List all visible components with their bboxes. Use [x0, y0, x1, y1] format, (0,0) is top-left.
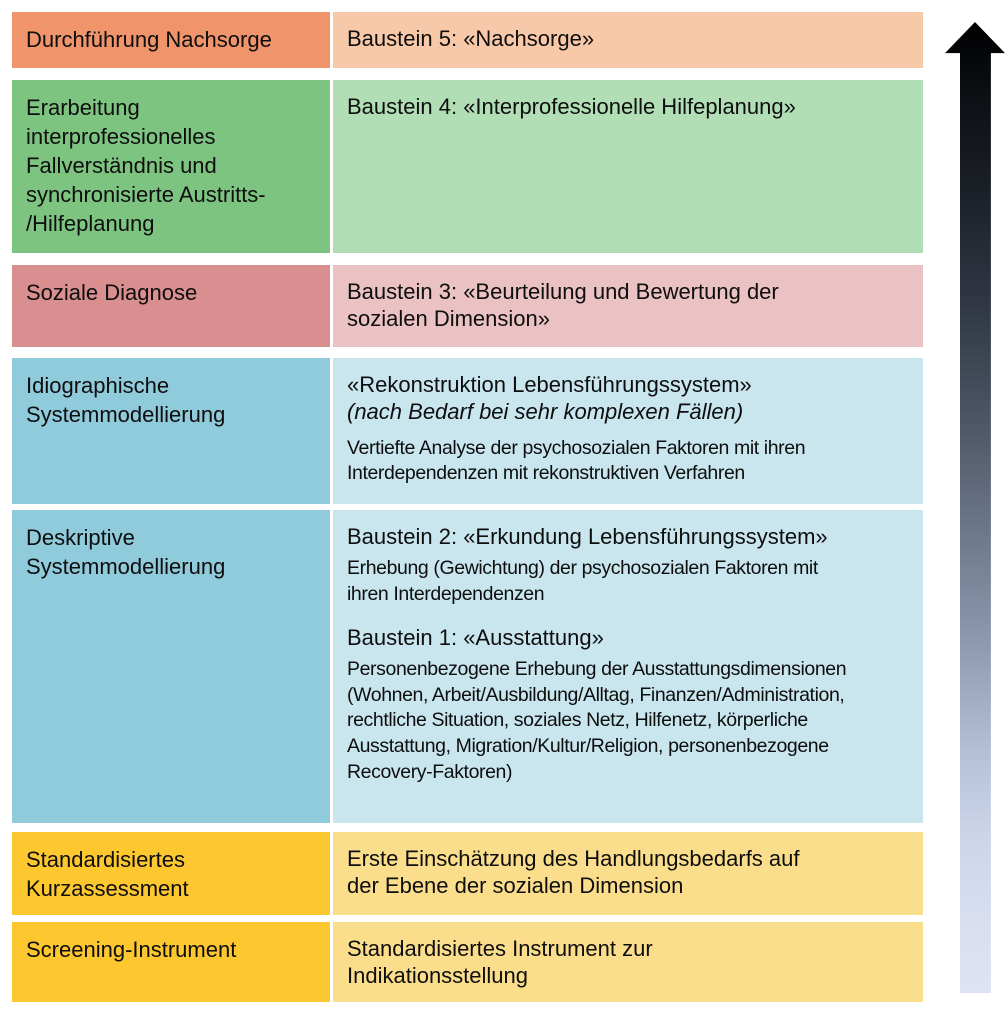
baustein-heading: Baustein 3: «Beurteilung und Bewertung d… — [347, 279, 779, 332]
stage-cell: Standardisiertes Kurzassessment — [12, 832, 330, 915]
row-deskriptive-systemmodellierung: Deskriptive Systemmodellierung Baustein … — [12, 510, 923, 823]
stage-label: Standardisiertes Kurzassessment — [26, 847, 189, 902]
stage-cell: Soziale Diagnose — [12, 265, 330, 347]
rekonstruktion-heading: «Rekonstruktion Lebensführungssystem» — [347, 372, 752, 397]
row-interprofessionelles-fallverstaendnis: Erarbeitung interprofessionelles Fallver… — [12, 80, 923, 253]
row-idiographische-systemmodellierung: Idiographische Systemmodellierung «Rekon… — [12, 358, 923, 504]
detail-cell: Baustein 4: «Interprofessionelle Hilfepl… — [333, 80, 923, 253]
detail-cell: Baustein 3: «Beurteilung und Bewertung d… — [333, 265, 923, 347]
stage-label: Idiographische Systemmodellierung — [26, 373, 226, 428]
stage-label: Soziale Diagnose — [26, 280, 198, 305]
stage-cell: Deskriptive Systemmodellierung — [12, 510, 330, 823]
baustein-1-heading: Baustein 1: «Ausstattung» — [347, 624, 604, 650]
rekonstruktion-subheading: (nach Bedarf bei sehr komplexen Fällen) — [347, 399, 744, 425]
stage-label: Durchführung Nachsorge — [26, 27, 272, 52]
detail-heading: Erste Einschätzung des Handlungsbedarfs … — [347, 846, 800, 899]
stage-label: Erarbeitung interprofessionelles Fallver… — [26, 95, 266, 237]
baustein-heading: Baustein 5: «Nachsorge» — [347, 26, 595, 51]
row-standardisiertes-kurzassessment: Standardisiertes Kurzassessment Erste Ei… — [12, 832, 923, 915]
stage-cell: Erarbeitung interprofessionelles Fallver… — [12, 80, 330, 253]
stage-cell: Idiographische Systemmodellierung — [12, 358, 330, 504]
row-soziale-diagnose: Soziale Diagnose Baustein 3: «Beurteilun… — [12, 265, 923, 347]
stage-rows: Durchführung Nachsorge Baustein 5: «Nach… — [12, 0, 923, 1024]
baustein-2-text: Erhebung (Gewichtung) der psychosozialen… — [347, 557, 818, 605]
detail-cell: Baustein 2: «Erkundung Lebensführungssys… — [333, 510, 923, 823]
baustein-2-heading: Baustein 2: «Erkundung Lebensführungssys… — [347, 524, 828, 549]
detail-heading: Standardisiertes Instrument zur Indikati… — [347, 936, 653, 989]
detail-cell: Erste Einschätzung des Handlungsbedarfs … — [333, 832, 923, 915]
upward-progression-arrow-icon — [945, 22, 1005, 993]
detail-cell: Standardisiertes Instrument zur Indikati… — [333, 922, 923, 1002]
stage-label: Screening-Instrument — [26, 937, 237, 962]
stage-cell: Screening-Instrument — [12, 922, 330, 1002]
baustein-heading: Baustein 4: «Interprofessionelle Hilfepl… — [347, 94, 796, 119]
row-screening-instrument: Screening-Instrument Standardisiertes In… — [12, 922, 923, 1002]
row-durchfuehrung-nachsorge: Durchführung Nachsorge Baustein 5: «Nach… — [12, 12, 923, 68]
detail-cell: Baustein 5: «Nachsorge» — [333, 12, 923, 68]
stage-label: Deskriptive Systemmodellierung — [26, 525, 226, 580]
stage-cell: Durchführung Nachsorge — [12, 12, 330, 68]
baustein-1-text: Personenbezogene Erhebung der Ausstattun… — [347, 658, 847, 783]
detail-text: Vertiefte Analyse der psychosozialen Fak… — [347, 436, 806, 485]
detail-cell: «Rekonstruktion Lebensführungssystem» (n… — [333, 358, 923, 504]
